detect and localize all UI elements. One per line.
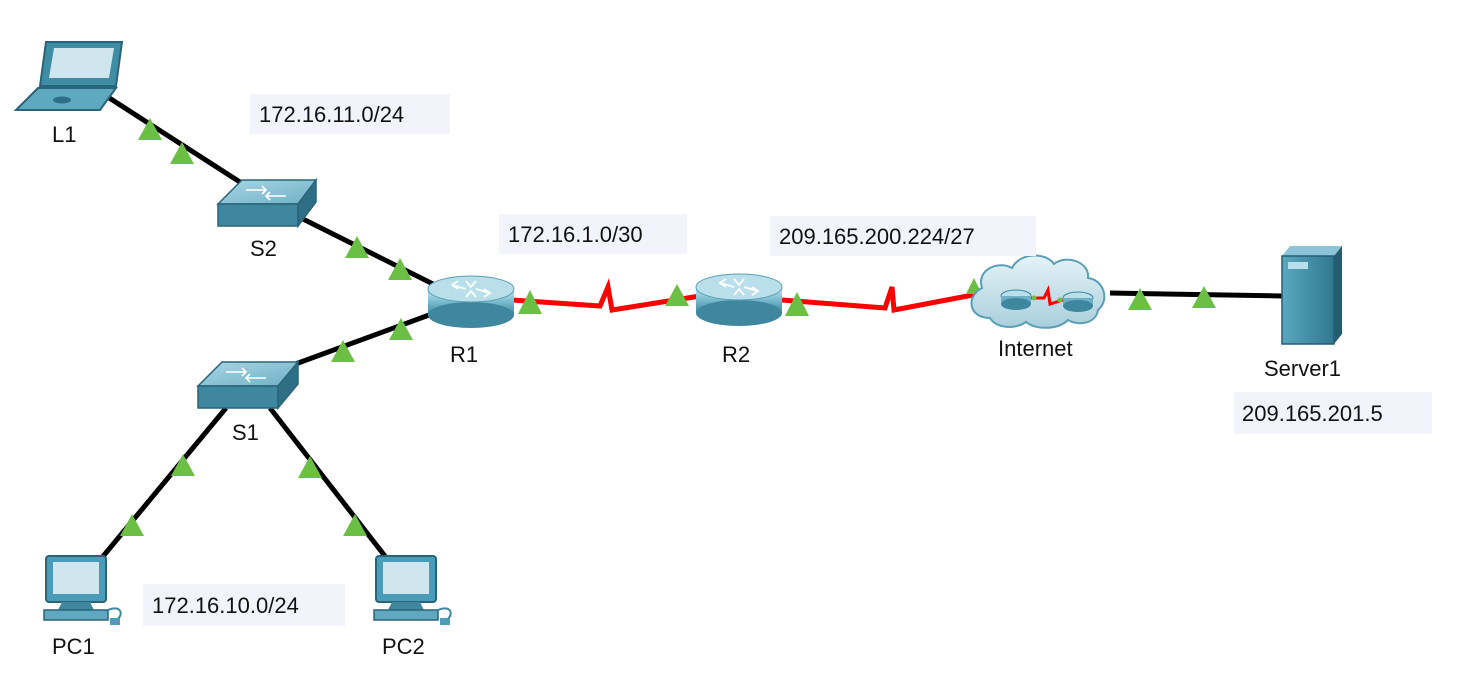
device-label-pc1: PC1 <box>52 634 95 659</box>
link-l1-s2[interactable] <box>98 89 245 187</box>
server-ip-text: 209.165.201.5 <box>1242 401 1383 426</box>
link-up-indicator <box>331 340 355 362</box>
links <box>98 89 1283 562</box>
device-label-l1: L1 <box>52 122 76 147</box>
router-icon <box>695 273 783 326</box>
link-up-indicator <box>785 292 809 316</box>
network-address-text: 209.165.200.224/27 <box>779 224 975 249</box>
cloud-icon <box>970 254 1106 329</box>
link-up-indicator <box>138 118 162 140</box>
device-s1[interactable]: S1 <box>196 359 300 445</box>
network-address-text: 172.16.1.0/30 <box>508 222 643 247</box>
network-label-server-ip[interactable]: 209.165.201.5 <box>1234 392 1432 434</box>
device-l1[interactable]: L1 <box>13 41 124 147</box>
device-label-internet: Internet <box>998 336 1073 361</box>
link-up-indicator <box>343 514 367 536</box>
router-icon <box>427 275 515 328</box>
pc-icon <box>373 555 452 625</box>
link-up-indicator <box>1192 286 1216 308</box>
link-up-indicator <box>120 514 144 536</box>
device-label-r2: R2 <box>722 342 750 367</box>
link-s1-pc1[interactable] <box>98 406 228 562</box>
link-up-indicator <box>665 284 689 306</box>
link-up-indicator <box>171 454 195 476</box>
link-up-indicator <box>1128 288 1152 310</box>
device-r1[interactable]: R1 <box>427 275 515 367</box>
network-label-lan-pcs[interactable]: 172.16.10.0/24 <box>143 584 345 626</box>
link-s1-r1[interactable] <box>289 308 441 369</box>
network-label-wan-r1-r2[interactable]: 172.16.1.0/30 <box>499 214 687 254</box>
network-label-wan-r2-internet[interactable]: 209.165.200.224/27 <box>770 216 1036 256</box>
device-server1[interactable]: Server1 <box>1264 246 1342 381</box>
device-s2[interactable]: S2 <box>216 177 318 261</box>
switch-icon <box>216 177 318 229</box>
link-up-indicator <box>389 318 413 340</box>
network-label-lan-l1[interactable]: 172.16.11.0/24 <box>250 94 450 134</box>
link-r2-internet-serial[interactable] <box>781 286 979 313</box>
network-address-text: 172.16.11.0/24 <box>259 102 404 127</box>
laptop-icon <box>13 41 124 111</box>
link-up-indicator <box>345 236 369 258</box>
switch-icon <box>196 359 300 411</box>
link-internet-server1[interactable] <box>1109 290 1283 299</box>
device-label-pc2: PC2 <box>382 634 425 659</box>
device-pc2[interactable]: PC2 <box>373 555 452 659</box>
device-pc1[interactable]: PC1 <box>43 555 122 659</box>
link-up-indicator <box>518 290 542 314</box>
pc-icon <box>43 555 122 625</box>
link-r1-r2-serial[interactable] <box>511 278 701 313</box>
link-up-indicator <box>298 456 322 478</box>
link-s2-r1[interactable] <box>293 212 447 293</box>
device-label-s1: S1 <box>232 420 259 445</box>
server-icon <box>1281 246 1342 345</box>
link-status-indicators <box>120 118 1216 536</box>
device-label-r1: R1 <box>450 342 478 367</box>
device-internet[interactable]: Internet <box>970 254 1106 361</box>
link-s1-pc2[interactable] <box>268 406 390 562</box>
link-up-indicator <box>388 258 412 280</box>
link-up-indicator <box>170 142 194 164</box>
device-label-s2: S2 <box>250 236 277 261</box>
network-address-text: 172.16.10.0/24 <box>152 593 299 618</box>
device-label-server1: Server1 <box>1264 356 1341 381</box>
device-r2[interactable]: R2 <box>695 273 783 367</box>
